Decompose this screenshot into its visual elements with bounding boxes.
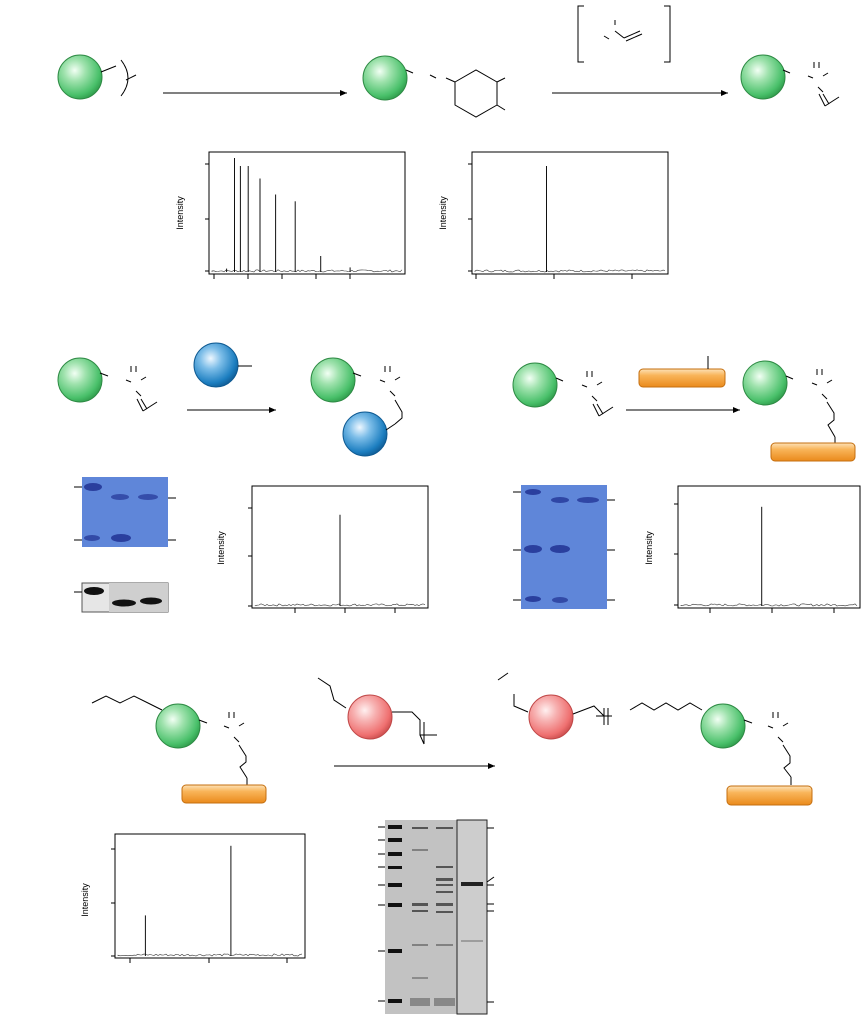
ticks xyxy=(674,503,835,613)
spectrum-1: Intensity xyxy=(175,151,406,279)
spectrum-frame xyxy=(208,151,406,275)
western-blot xyxy=(74,582,169,613)
y-axis-label: Intensity xyxy=(216,531,226,565)
spectrum-peaks xyxy=(680,506,858,607)
gel-bands xyxy=(84,483,158,542)
protein-sphere-green xyxy=(57,54,103,100)
spectrum-peaks xyxy=(254,514,426,607)
peptide-bar-orange xyxy=(770,442,856,462)
row1-scheme xyxy=(57,5,840,118)
spectrum-frame xyxy=(677,485,861,609)
aryl-ring xyxy=(454,69,498,118)
y-axis-label: Intensity xyxy=(80,883,90,917)
ticks xyxy=(468,163,633,279)
spectrum-frame xyxy=(471,151,669,275)
baseline-noise xyxy=(117,953,303,957)
y-axis-label: Intensity xyxy=(175,196,185,230)
baseline-noise xyxy=(474,269,666,273)
marker-ticks xyxy=(74,486,176,541)
marker-ticks xyxy=(513,491,615,601)
peptide-bar-orange xyxy=(726,785,813,806)
spectrum-2: Intensity xyxy=(438,151,669,279)
row3-scheme xyxy=(91,672,813,806)
alkyl-chain xyxy=(91,695,163,711)
spectrum-peaks xyxy=(474,166,666,273)
protein-sphere-blue xyxy=(342,411,388,457)
protein-sphere-green xyxy=(742,360,788,406)
gel-bands xyxy=(524,489,599,603)
marker-ticks xyxy=(378,826,495,1003)
spectrum-peaks xyxy=(211,158,403,273)
spectrum-3: Intensity xyxy=(216,485,429,613)
protein-sphere-green xyxy=(512,362,558,408)
protein-sphere-red xyxy=(528,694,574,740)
spectrum-4: Intensity xyxy=(644,485,861,613)
spectrum-peaks xyxy=(117,845,303,957)
protein-sphere-green xyxy=(155,703,201,749)
protein-sphere-blue xyxy=(193,342,239,388)
baseline-noise xyxy=(211,269,403,273)
silver-gel xyxy=(378,819,495,1015)
spectrum-frame xyxy=(251,485,429,609)
alkyl-chain xyxy=(629,702,703,711)
spectrum-5: Intensity xyxy=(80,833,306,963)
protein-sphere-red xyxy=(347,694,393,740)
protein-sphere-green xyxy=(310,357,356,403)
protein-sphere-green xyxy=(700,703,746,749)
peptide-bar-orange xyxy=(181,784,267,804)
ticks xyxy=(248,507,396,613)
ticks xyxy=(111,848,288,963)
y-axis-label: Intensity xyxy=(438,196,448,230)
ladder-bands xyxy=(388,825,402,1003)
spectrum-frame xyxy=(114,833,306,959)
row2-left-scheme xyxy=(57,342,403,457)
protein-sphere-green xyxy=(362,55,408,101)
coomassie-gel-1 xyxy=(74,477,176,547)
coomassie-gel-2 xyxy=(513,485,615,609)
sample-bands xyxy=(410,827,483,1006)
baseline-noise xyxy=(254,603,426,607)
y-axis-label: Intensity xyxy=(644,531,654,565)
ticks xyxy=(205,163,351,279)
peptide-bar-orange xyxy=(638,368,726,388)
row2-right-scheme xyxy=(512,356,856,462)
baseline-noise xyxy=(680,603,858,607)
protein-sphere-green xyxy=(57,357,103,403)
protein-sphere-green xyxy=(740,54,786,100)
